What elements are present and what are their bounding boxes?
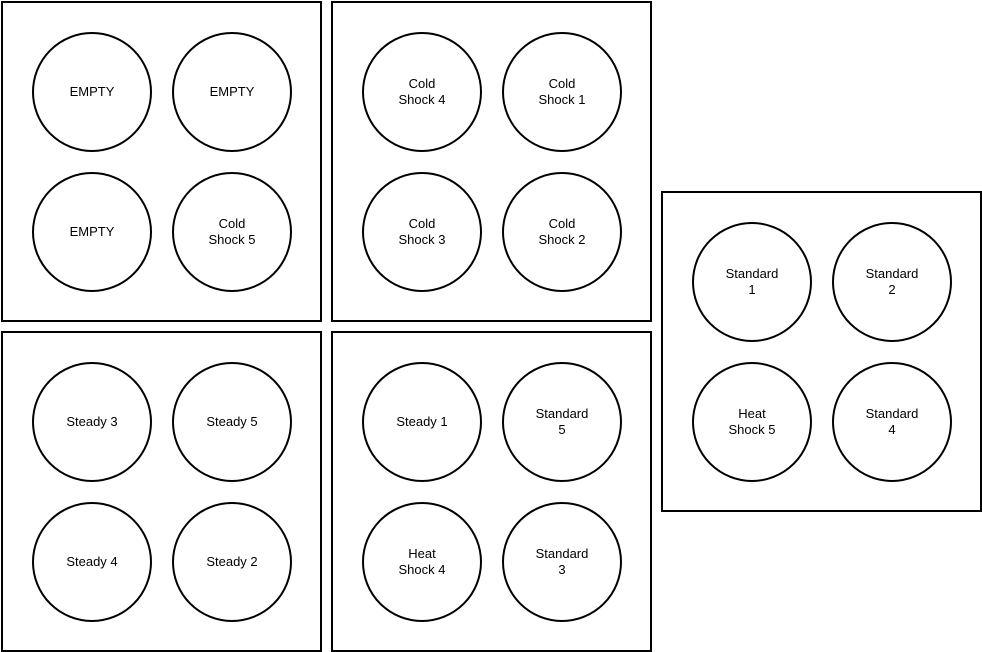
well-circle: Cold Shock 5 <box>172 172 292 292</box>
well-circle: Steady 2 <box>172 502 292 622</box>
well-circle: EMPTY <box>172 32 292 152</box>
well-label: Standard 4 <box>865 406 919 437</box>
well-circle: Standard 2 <box>832 222 952 342</box>
well-circle: Steady 4 <box>32 502 152 622</box>
well-circle: EMPTY <box>32 32 152 152</box>
well-circle: Cold Shock 2 <box>502 172 622 292</box>
plate-box: EMPTY EMPTY EMPTY Cold Shock 5 <box>1 1 322 322</box>
well-circle: Cold Shock 4 <box>362 32 482 152</box>
plate-box: Steady 1 Standard 5 Heat Shock 4 Standar… <box>331 331 652 652</box>
well-label: Standard 3 <box>535 546 589 577</box>
well-circle: Steady 3 <box>32 362 152 482</box>
well-label: Standard 5 <box>535 406 589 437</box>
well-label: Standard 1 <box>725 266 779 297</box>
well-label: Steady 3 <box>66 414 118 429</box>
well-label: Heat Shock 4 <box>398 546 446 577</box>
well-label: Cold Shock 5 <box>208 216 256 247</box>
well-label: Cold Shock 4 <box>398 76 446 107</box>
well-label: Cold Shock 1 <box>538 76 586 107</box>
well-label: Steady 1 <box>396 414 448 429</box>
well-label: Steady 2 <box>206 554 258 569</box>
well-circle: Standard 3 <box>502 502 622 622</box>
well-circle: Standard 5 <box>502 362 622 482</box>
well-label: Heat Shock 5 <box>728 406 776 437</box>
plate-box: Standard 1 Standard 2 Heat Shock 5 Stand… <box>661 191 982 512</box>
well-label: Steady 4 <box>66 554 118 569</box>
well-label: EMPTY <box>209 84 255 99</box>
well-circle: EMPTY <box>32 172 152 292</box>
well-circle: Heat Shock 4 <box>362 502 482 622</box>
well-label: Steady 5 <box>206 414 258 429</box>
well-label: EMPTY <box>69 224 115 239</box>
well-label: Cold Shock 2 <box>538 216 586 247</box>
plate-box: Steady 3 Steady 5 Steady 4 Steady 2 <box>1 331 322 652</box>
well-circle: Cold Shock 3 <box>362 172 482 292</box>
well-label: EMPTY <box>69 84 115 99</box>
well-label: Standard 2 <box>865 266 919 297</box>
well-circle: Standard 4 <box>832 362 952 482</box>
well-circle: Steady 1 <box>362 362 482 482</box>
well-circle: Cold Shock 1 <box>502 32 622 152</box>
plate-box: Cold Shock 4 Cold Shock 1 Cold Shock 3 C… <box>331 1 652 322</box>
well-circle: Heat Shock 5 <box>692 362 812 482</box>
well-label: Cold Shock 3 <box>398 216 446 247</box>
well-circle: Steady 5 <box>172 362 292 482</box>
well-circle: Standard 1 <box>692 222 812 342</box>
